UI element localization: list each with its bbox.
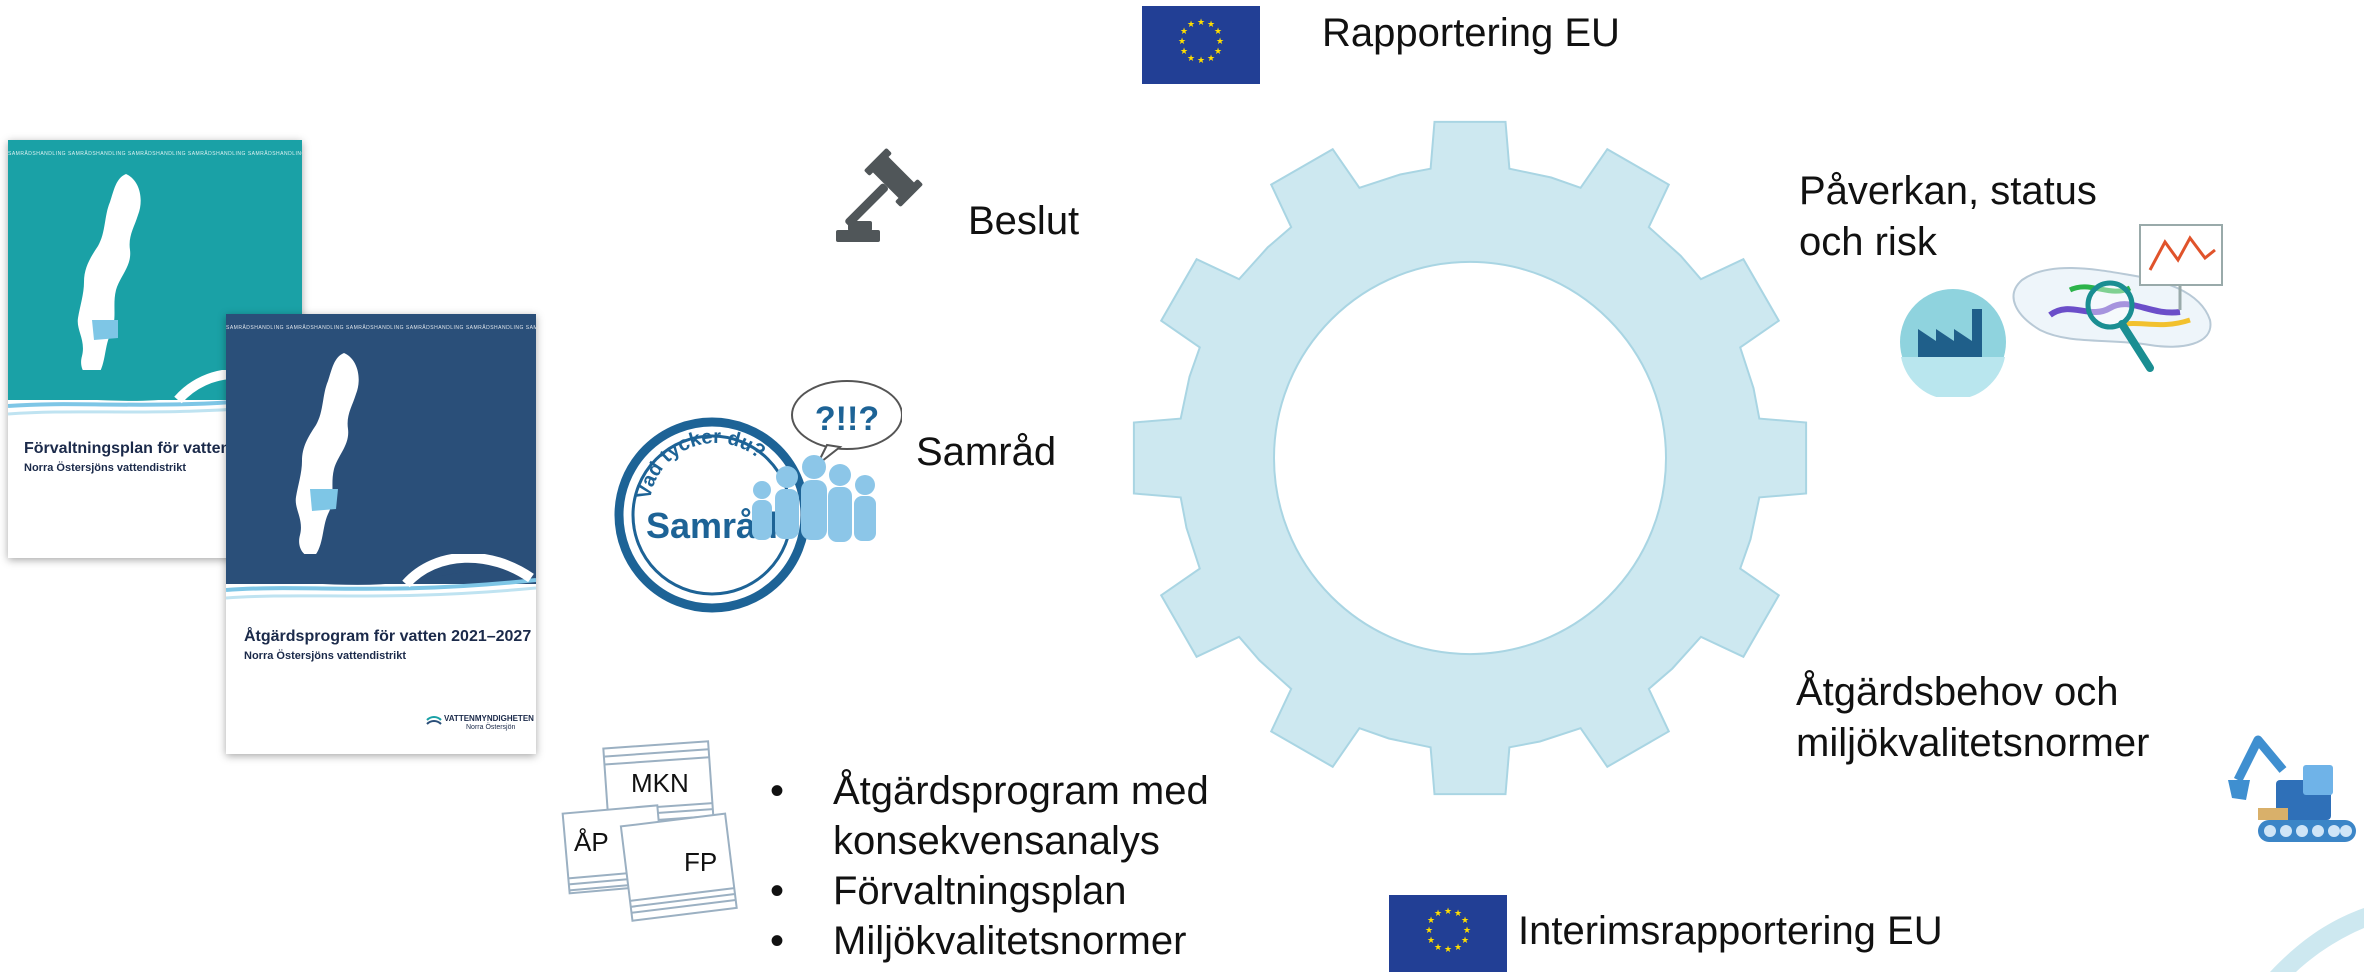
fp-cover-subtitle: Norra Östersjöns vattendistrikt bbox=[24, 462, 186, 474]
svg-text:★: ★ bbox=[1197, 18, 1205, 28]
list-item-continuation: konsekvensanalys bbox=[770, 816, 1209, 866]
bubble-text: ?!!? bbox=[815, 400, 879, 438]
paper-label-fp: FP bbox=[684, 847, 718, 877]
atgardsbehov-label-line1: Åtgärdsbehov och bbox=[1796, 670, 2119, 714]
svg-text:★: ★ bbox=[1187, 20, 1195, 30]
svg-text:★: ★ bbox=[1444, 945, 1452, 955]
reporting-eu-label: Rapportering EU bbox=[1322, 11, 1620, 55]
cover-top bbox=[226, 314, 536, 584]
list-item: • Förvaltningsplan bbox=[770, 866, 1209, 916]
list-item-text: Åtgärdsprogram med bbox=[833, 769, 1209, 813]
cover-band: SAMRÅDSHANDLING SAMRÅDSHANDLING SAMRÅDSH… bbox=[226, 325, 536, 331]
bullet-marker: • bbox=[770, 869, 785, 913]
paper-label-mkn: MKN bbox=[631, 768, 689, 798]
documents-list: • Åtgärdsprogram med konsekvensanalys • … bbox=[770, 766, 1209, 966]
sweden-map-icon bbox=[48, 170, 168, 385]
svg-text:★: ★ bbox=[1197, 56, 1205, 66]
logo-line2: Norra Östersjön bbox=[466, 724, 516, 731]
eu-flag-icon: ★★★ ★★★ ★★★ ★★★ bbox=[1142, 6, 1260, 84]
svg-text:★: ★ bbox=[1461, 936, 1469, 946]
svg-text:★: ★ bbox=[1454, 943, 1462, 953]
gear-shape bbox=[1132, 120, 1808, 796]
paverkan-label-line2: och risk bbox=[1799, 220, 1937, 264]
decorative-arc bbox=[2260, 890, 2364, 972]
svg-text:★: ★ bbox=[1427, 916, 1435, 926]
beslut-label: Beslut bbox=[968, 199, 1080, 243]
list-item-text: konsekvensanalys bbox=[833, 819, 1160, 863]
svg-text:★: ★ bbox=[1178, 37, 1186, 47]
list-item-text: Miljökvalitetsnormer bbox=[833, 919, 1187, 963]
list-item: • Åtgärdsprogram med bbox=[770, 766, 1209, 816]
samrad-stamp-icon: Vad tycker du? Samråd ?!!? bbox=[612, 375, 903, 615]
factory-icon bbox=[1898, 287, 2008, 400]
svg-text:★: ★ bbox=[1427, 936, 1435, 946]
atgardsprogram-cover: SAMRÅDSHANDLING SAMRÅDSHANDLING SAMRÅDSH… bbox=[226, 314, 536, 754]
eu-flag-interim-icon: ★★★ ★★★ ★★★ ★★★ bbox=[1389, 895, 1507, 972]
excavator-icon bbox=[2228, 730, 2358, 850]
svg-text:★: ★ bbox=[1214, 27, 1222, 37]
paverkan-label-line1: Påverkan, status bbox=[1799, 169, 2097, 213]
sweden-map-icon bbox=[266, 344, 386, 569]
svg-text:★: ★ bbox=[1425, 926, 1433, 936]
svg-text:★: ★ bbox=[1214, 47, 1222, 57]
logo-line1: VATTENMYNDIGHETEN bbox=[444, 714, 534, 723]
bullet-marker: • bbox=[770, 769, 785, 813]
gavel-icon bbox=[830, 145, 940, 250]
svg-text:★: ★ bbox=[1463, 926, 1471, 936]
list-item-text: Förvaltningsplan bbox=[833, 869, 1127, 913]
paper-label-ap: ÅP bbox=[574, 827, 609, 857]
svg-text:★: ★ bbox=[1434, 909, 1442, 919]
svg-text:★: ★ bbox=[1187, 54, 1195, 64]
interim-eu-label: Interimsrapportering EU bbox=[1518, 909, 1943, 953]
svg-text:★: ★ bbox=[1216, 37, 1224, 47]
logo-wave-icon bbox=[426, 716, 442, 725]
papers-icon: MKN ÅP FP bbox=[556, 735, 766, 935]
bullet-marker: • bbox=[770, 919, 785, 963]
samrad-label: Samråd bbox=[916, 430, 1057, 474]
map-analysis-icon bbox=[2010, 220, 2225, 380]
svg-text:★: ★ bbox=[1461, 916, 1469, 926]
svg-text:★: ★ bbox=[1207, 20, 1215, 30]
atgardsbehov-label-line2: miljökvalitetsnormer bbox=[1796, 721, 2150, 765]
fp-cover-title: Förvaltningsplan för vatten 2021– bbox=[24, 440, 280, 457]
svg-text:★: ★ bbox=[1434, 943, 1442, 953]
cover-band: SAMRÅDSHANDLING SAMRÅDSHANDLING SAMRÅDSH… bbox=[8, 151, 302, 157]
svg-text:★: ★ bbox=[1180, 47, 1188, 57]
ap-cover-subtitle: Norra Östersjöns vattendistrikt bbox=[244, 650, 406, 662]
svg-text:★: ★ bbox=[1180, 27, 1188, 37]
list-item: • Miljökvalitetsnormer bbox=[770, 916, 1209, 966]
cycle-gear bbox=[1120, 120, 1820, 820]
svg-text:★: ★ bbox=[1207, 54, 1215, 64]
svg-text:★: ★ bbox=[1444, 907, 1452, 917]
cover-wave bbox=[226, 552, 536, 614]
svg-text:★: ★ bbox=[1454, 909, 1462, 919]
vattenmyndigheten-logo: VATTENMYNDIGHETEN Norra Östersjön bbox=[426, 712, 534, 738]
ap-cover-title: Åtgärdsprogram för vatten 2021–2027 bbox=[244, 628, 532, 645]
